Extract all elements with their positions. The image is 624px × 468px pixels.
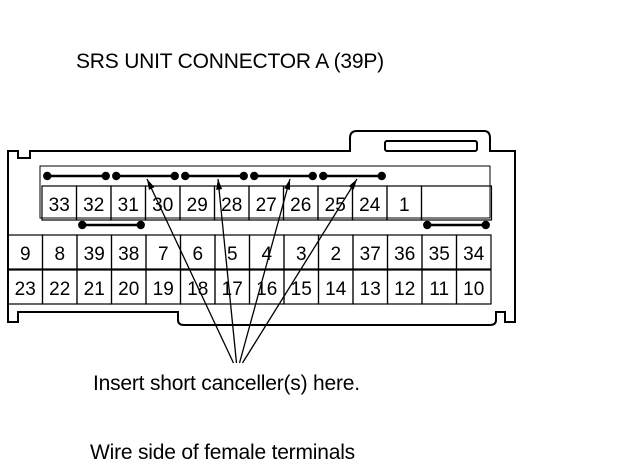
pointer-arrow	[146, 178, 235, 364]
terminal-cell-34	[455, 234, 492, 270]
terminal-label-33: 33	[49, 195, 70, 216]
terminal-label-28: 28	[221, 195, 242, 216]
terminal-label-35: 35	[429, 244, 450, 265]
connector-lock-tab	[384, 140, 478, 152]
terminal-label-13: 13	[360, 279, 381, 300]
terminal-cell-10	[455, 269, 492, 305]
short-bar-39-38	[78, 220, 145, 230]
arrow-head	[147, 179, 155, 190]
pointer-arrow	[241, 178, 358, 364]
instruction-caption: Insert short canceller(s) here.	[93, 372, 360, 395]
terminal-label-8: 8	[54, 244, 65, 265]
terminal-label-5: 5	[227, 244, 238, 265]
terminal-label-24: 24	[359, 195, 381, 216]
short-bar-27-26	[250, 171, 317, 181]
terminal-label-12: 12	[394, 279, 415, 300]
terminal-label-31: 31	[118, 195, 139, 216]
short-canceller-markers	[43, 171, 490, 230]
arrow-head	[216, 179, 223, 190]
terminal-label-27: 27	[256, 195, 277, 216]
diagram-title: SRS UNIT CONNECTOR A (39P)	[76, 50, 384, 73]
terminal-label-15: 15	[291, 279, 312, 300]
arrow-head	[348, 179, 357, 190]
terminal-label-2: 2	[330, 244, 341, 265]
terminal-label-7: 7	[158, 244, 169, 265]
short-bar-29-28	[181, 171, 248, 181]
terminal-label-1: 1	[399, 195, 410, 216]
terminal-label-36: 36	[394, 244, 415, 265]
terminal-label-38: 38	[118, 244, 139, 265]
terminal-label-37: 37	[360, 244, 381, 265]
terminal-label-20: 20	[118, 279, 139, 300]
terminal-label-18: 18	[187, 279, 208, 300]
pointer-arrow	[238, 178, 291, 364]
short-bar-25-24	[319, 171, 386, 181]
short-bar-31-30	[112, 171, 179, 181]
terminal-label-19: 19	[153, 279, 174, 300]
terminal-label-34: 34	[463, 244, 485, 265]
terminal-label-25: 25	[325, 195, 346, 216]
terminal-label-10: 10	[463, 279, 484, 300]
terminal-label-6: 6	[192, 244, 203, 265]
terminal-cell-blank	[420, 185, 493, 221]
connector-housing	[7, 130, 516, 326]
terminal-label-11: 11	[429, 279, 449, 300]
terminal-label-39: 39	[84, 244, 105, 265]
terminal-label-22: 22	[49, 279, 70, 300]
terminal-label-29: 29	[187, 195, 208, 216]
arrow-head	[284, 179, 291, 190]
terminal-label-17: 17	[222, 279, 243, 300]
terminal-label-21: 21	[84, 279, 105, 300]
short-bar-33-32	[43, 171, 110, 181]
terminal-label-23: 23	[15, 279, 36, 300]
terminal-label-26: 26	[290, 195, 311, 216]
terminal-label-4: 4	[261, 244, 272, 265]
terminal-label-32: 32	[83, 195, 104, 216]
terminal-label-14: 14	[325, 279, 347, 300]
connector-cavity	[39, 165, 491, 219]
terminal-label-9: 9	[20, 244, 31, 265]
view-caption: Wire side of female terminals	[90, 441, 355, 464]
terminal-label-3: 3	[296, 244, 307, 265]
short-bar-35-34	[423, 220, 490, 230]
pointer-arrow	[217, 178, 238, 364]
pointer-arrows	[146, 178, 358, 364]
